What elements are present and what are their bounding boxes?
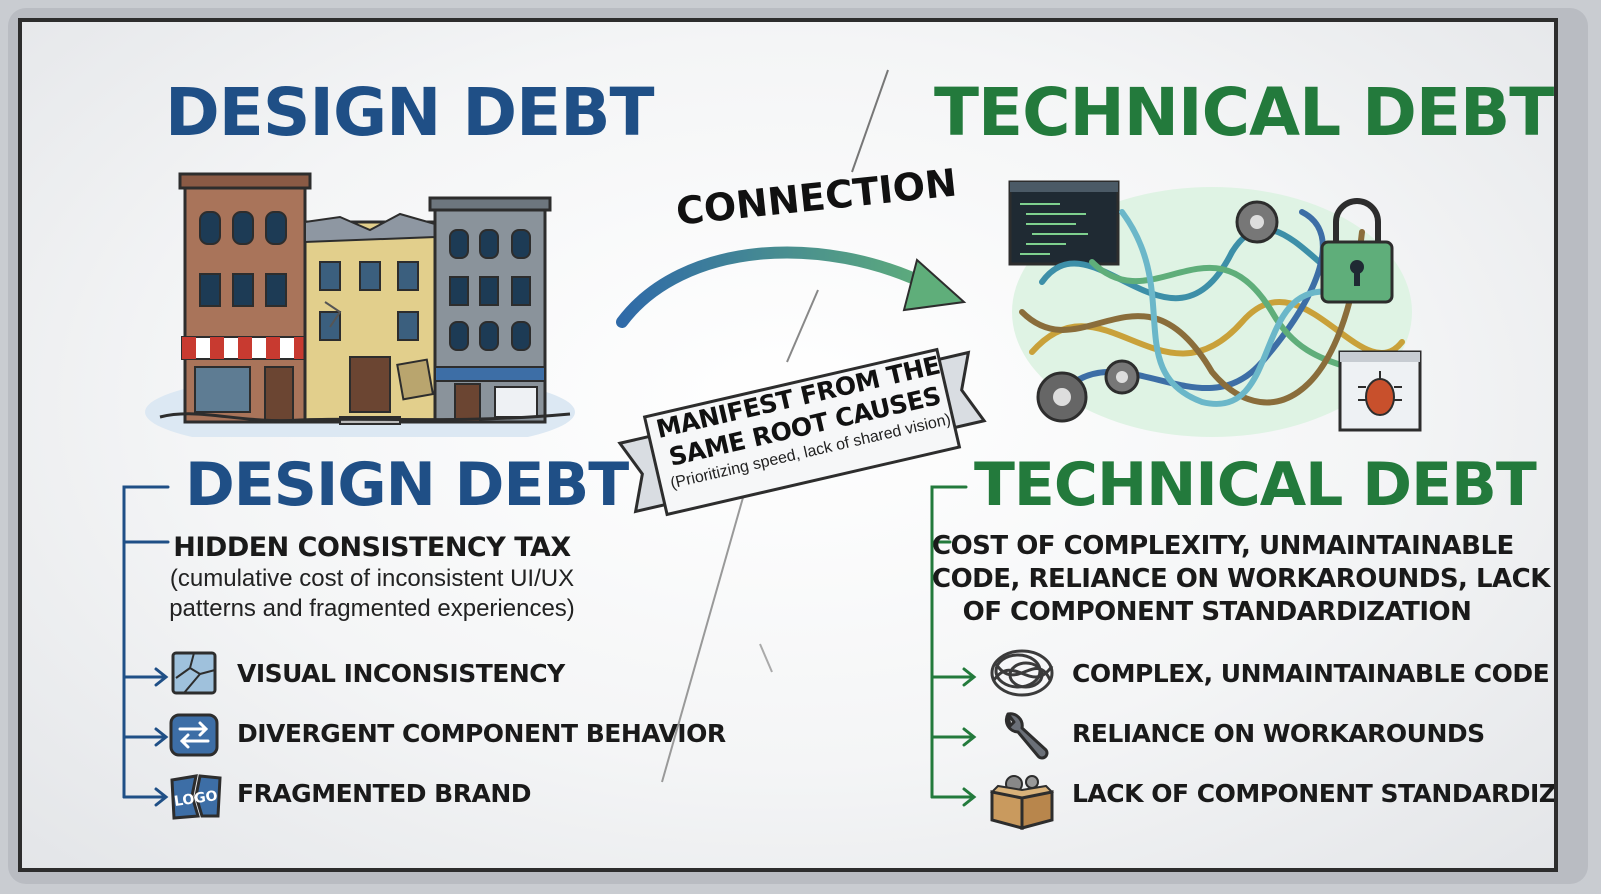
- design-debt-section-title: DESIGN DEBT: [185, 450, 629, 520]
- wrench-icon: [1004, 712, 1049, 760]
- design-debt-description-line2: patterns and fragmented experiences): [169, 595, 575, 622]
- parts-box-icon: [989, 775, 1055, 830]
- design-debt-description-line1: (cumulative cost of inconsistent UI/UX: [169, 565, 575, 592]
- root-causes-banner: [617, 347, 987, 517]
- right-item-label-2: RELIANCE ON WORKAROUNDS: [1072, 719, 1485, 748]
- design-debt-title: DESIGN DEBT: [165, 74, 655, 151]
- technical-debt-section-title: TECHNICAL DEBT: [974, 450, 1537, 520]
- technical-debt-subtitle-line2: CODE, RELIANCE ON WORKAROUNDS, LACK: [932, 564, 1550, 594]
- whiteboard: DESIGN DEBT: [18, 18, 1558, 872]
- connection-arrow: [616, 246, 967, 328]
- crumbling-buildings-illustration: [145, 172, 575, 437]
- tangled-code-illustration: [1008, 180, 1422, 437]
- left-item-label-1: VISUAL INCONSISTENCY: [237, 659, 565, 688]
- tangled-wires-icon: [990, 649, 1054, 697]
- swap-arrows-icon: [169, 713, 219, 757]
- left-bracket-connector: [122, 485, 170, 807]
- cracked-glass-icon: [171, 651, 217, 695]
- left-item-label-3: FRAGMENTED BRAND: [237, 779, 532, 808]
- broken-logo-text: LOGO: [173, 788, 219, 810]
- technical-debt-subtitle-line1: COST OF COMPLEXITY, UNMAINTAINABLE: [932, 531, 1514, 561]
- design-debt-subtitle: HIDDEN CONSISTENCY TAX: [173, 532, 571, 563]
- left-item-label-2: DIVERGENT COMPONENT BEHAVIOR: [237, 719, 726, 748]
- right-bracket-connector: [930, 485, 977, 807]
- right-item-label-3: LACK OF COMPONENT STANDARDIZATION: [1072, 779, 1557, 808]
- technical-debt-subtitle-line3: OF COMPONENT STANDARDIZATION: [962, 597, 1472, 627]
- right-item-label-1: COMPLEX, UNMAINTAINABLE CODE: [1072, 659, 1550, 688]
- divider-lines: [661, 69, 889, 783]
- broken-logo-icon: LOGO: [170, 774, 222, 820]
- technical-debt-title: TECHNICAL DEBT: [934, 74, 1554, 151]
